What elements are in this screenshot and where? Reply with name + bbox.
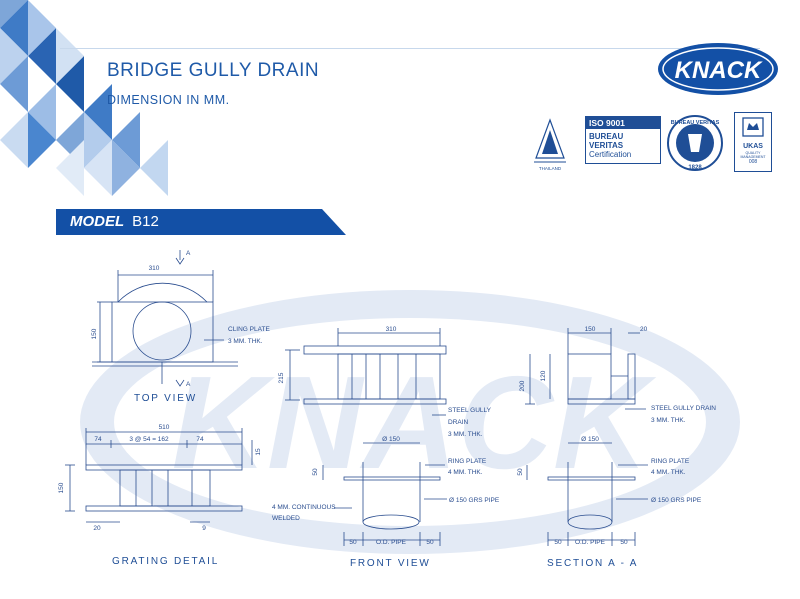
dim-grating-left: 74 bbox=[94, 436, 102, 443]
svg-text:KNACK: KNACK bbox=[172, 349, 657, 496]
model-code: B12 bbox=[132, 213, 159, 230]
dim-front-height: 215 bbox=[278, 372, 285, 383]
thailand-mark-icon: THAILAND bbox=[534, 118, 566, 171]
dim-side-height: 200 bbox=[519, 380, 526, 391]
dim-grating-bottom-right: 9 bbox=[202, 525, 206, 532]
note-steel-gully-1: STEEL GULLY bbox=[448, 407, 492, 414]
note-sec-grs-pipe: Ø 150 GRS PIPE bbox=[651, 497, 702, 504]
dim-pipe-left-section: 50 bbox=[554, 539, 562, 546]
dim-ring-height-section: 50 bbox=[517, 468, 524, 476]
knack-watermark: KNACK bbox=[80, 290, 740, 554]
dim-side-flange: 20 bbox=[640, 326, 648, 333]
iso-line2: BUREAU VERITAS bbox=[589, 132, 624, 150]
dim-pipe-dia-front: Ø 150 bbox=[382, 436, 400, 443]
dim-side-width: 150 bbox=[585, 326, 596, 333]
triangle-pattern bbox=[0, 0, 168, 196]
note-sec-steel-1: STEEL GULLY DRAIN bbox=[651, 405, 716, 412]
model-label: MODEL B12 bbox=[70, 213, 159, 230]
ukas-badge: UKAS QUALITY MANAGEMENT 008 bbox=[734, 112, 772, 172]
front-view-drawing bbox=[285, 328, 447, 546]
dim-grating-bottom-left: 20 bbox=[93, 525, 101, 532]
grating-detail-drawing bbox=[65, 428, 253, 523]
note-cling-plate-2: 3 MM. THK. bbox=[228, 338, 263, 345]
dim-pipe-right-section: 50 bbox=[620, 539, 628, 546]
dim-pipe-left-front: 50 bbox=[349, 539, 357, 546]
note-sec-ring-1: RING PLATE bbox=[651, 458, 690, 465]
model-bar bbox=[56, 209, 346, 235]
dim-side-inner: 120 bbox=[540, 370, 547, 381]
label-section: SECTION A - A bbox=[547, 558, 639, 569]
dim-pipe-dia-section: Ø 150 bbox=[581, 436, 599, 443]
dim-pipe-od-front: O.D. PIPE bbox=[376, 539, 407, 546]
iso-line3: Certification bbox=[589, 150, 632, 159]
svg-text:THAILAND: THAILAND bbox=[539, 166, 562, 171]
dim-grating-thk: 15 bbox=[255, 448, 262, 456]
certifications: THAILAND ISO 9001 BUREAU VERITAS Certifi… bbox=[530, 112, 780, 174]
section-mark-a-bottom: A bbox=[186, 381, 191, 388]
note-grs-pipe: Ø 150 GRS PIPE bbox=[449, 497, 500, 504]
dim-pipe-od-section: O.D. PIPE bbox=[575, 539, 606, 546]
label-top-view: TOP VIEW bbox=[134, 393, 197, 404]
dim-grating-mid: 3 @ 54 = 162 bbox=[129, 436, 169, 443]
dim-ring-height-front: 50 bbox=[312, 468, 319, 476]
svg-text:1828: 1828 bbox=[688, 165, 702, 171]
bureau-veritas-seal-icon: BUREAU VERITAS 1828 bbox=[667, 115, 723, 171]
dim-grating-right: 74 bbox=[196, 436, 204, 443]
page-title: BRIDGE GULLY DRAIN bbox=[107, 60, 320, 81]
dim-front-width: 310 bbox=[386, 326, 397, 333]
dim-grating-height: 150 bbox=[58, 482, 65, 493]
section-mark-a-top: A bbox=[186, 250, 191, 257]
note-sec-ring-2: 4 MM. THK. bbox=[651, 469, 686, 476]
note-steel-gully-3: 3 MM. THK. bbox=[448, 431, 483, 438]
dim-top-height: 150 bbox=[91, 328, 98, 339]
label-front-view: FRONT VIEW bbox=[350, 558, 431, 569]
logo-text: KNACK bbox=[675, 57, 763, 84]
note-weld-2: WELDED bbox=[272, 515, 300, 522]
crown-icon bbox=[742, 117, 764, 137]
svg-text:BUREAU VERITAS: BUREAU VERITAS bbox=[671, 120, 720, 126]
note-steel-gully-2: DRAIN bbox=[448, 419, 469, 426]
page-subtitle: DIMENSION IN MM. bbox=[107, 93, 230, 107]
dim-top-width: 310 bbox=[149, 265, 160, 272]
knack-logo: KNACK bbox=[658, 43, 778, 95]
dim-pipe-right-front: 50 bbox=[426, 539, 434, 546]
note-ring-plate-1: RING PLATE bbox=[448, 458, 487, 465]
dim-grating-width: 510 bbox=[159, 424, 170, 431]
note-cling-plate-1: CLING PLATE bbox=[228, 326, 270, 333]
label-grating-detail: GRATING DETAIL bbox=[112, 556, 220, 567]
section-view-drawing bbox=[525, 328, 648, 546]
model-prefix: MODEL bbox=[70, 213, 125, 230]
note-sec-steel-2: 3 MM. THK. bbox=[651, 417, 686, 424]
iso-badge: ISO 9001 BUREAU VERITAS Certification bbox=[585, 116, 661, 164]
note-weld-1: 4 MM. CONTINUOUS bbox=[272, 504, 336, 511]
top-view-drawing bbox=[92, 250, 238, 387]
note-ring-plate-2: 4 MM. THK. bbox=[448, 469, 483, 476]
header-rule bbox=[60, 48, 760, 49]
technical-drawing: 310 150 A A CLING PLATE 3 MM. THK. 310 2… bbox=[58, 250, 716, 546]
iso-label: ISO 9001 bbox=[586, 117, 660, 129]
